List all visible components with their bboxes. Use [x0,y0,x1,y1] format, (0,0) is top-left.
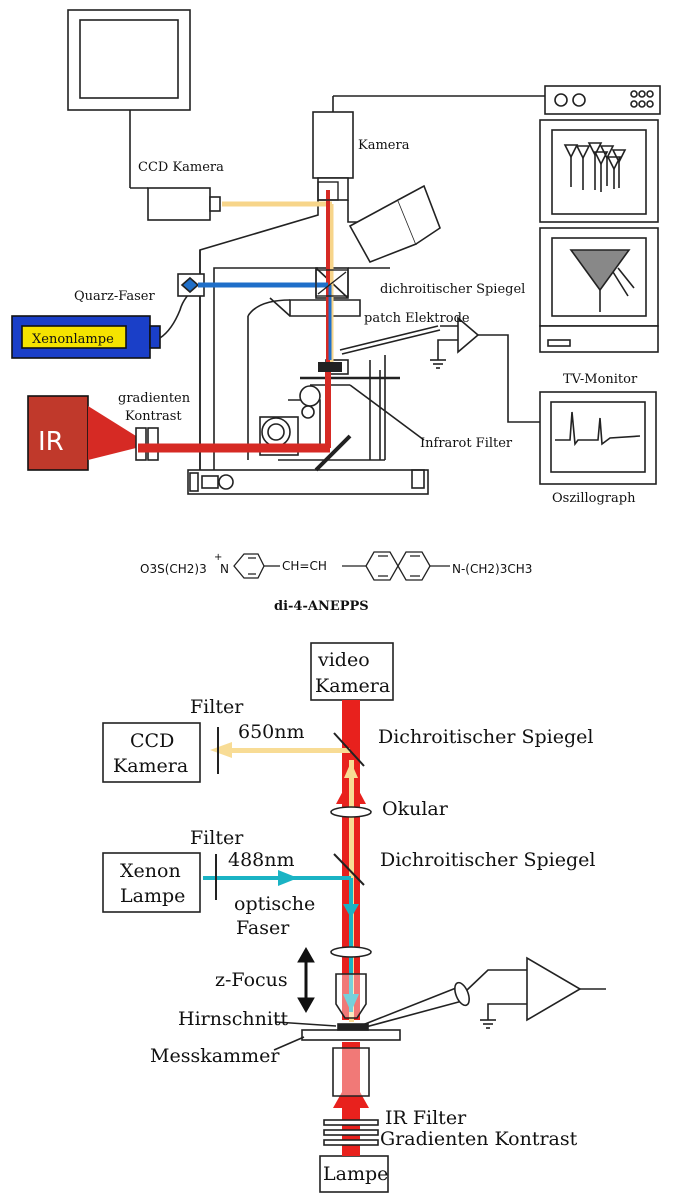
label-lamp: Lampe [323,1163,388,1185]
patch-pipette-edge-2 [361,999,467,1029]
label-video-camera-2: Kamera [315,675,390,697]
top-setup [11,9,661,495]
ir-arrow-lower [333,1076,369,1108]
label-xenon-2: Lampe [120,885,185,907]
label-xenon-lamp: Xenonlampe [32,332,114,347]
measurement-chamber [301,1029,401,1041]
emission-horizontal [220,748,350,753]
label-z-focus: z-Focus [215,969,288,991]
label-oscilloscope: Oszillograph [552,491,636,506]
objective [335,973,367,1019]
label-ocular: Okular [382,798,449,820]
label-infrared-filter: Infrarot Filter [420,436,513,451]
label-optical-fiber-1: optische [234,893,315,915]
label-filter-top: Filter [190,696,244,718]
condenser-lens [330,946,372,958]
label-ir-filter: IR Filter [385,1107,467,1129]
xenon-lamp-device [11,285,199,359]
excitation-horizontal [203,876,351,880]
label-filter-mid: Filter [190,827,244,849]
label-xenon-1: Xenon [120,860,181,882]
microscope-body [187,200,429,495]
label-ccd-camera: CCD Kamera [138,160,224,175]
top-light-paths [138,181,349,453]
lower-condenser [332,1047,370,1097]
label-tv-monitor: TV-Monitor [563,372,638,387]
label-dichroic-1: Dichroitischer Spiegel [378,726,593,748]
label-dichroic-2: Dichroitischer Spiegel [380,849,595,871]
label-ir: IR [38,427,64,457]
excitation-arrow-down-upper [343,904,359,918]
computer-monitor [67,9,191,189]
label-camera: Kamera [358,138,410,153]
bottom-schematic: video Kamera Filter 650nm CCD Kamera Dic… [102,642,606,1193]
amplifier-triangle [526,956,582,1022]
amp-input-wire [466,969,527,991]
label-488nm: 488nm [228,849,295,871]
label-quartz-fiber: Quarz-Faser [74,289,155,304]
amp-ground-wire [487,1003,527,1020]
brain-slice-leader [275,1021,337,1027]
molecule-name: di-4-ANEPPS [274,599,369,614]
emission-arrow-up [344,762,358,778]
infrared-filter-pointer [349,384,425,441]
label-optical-fiber-2: Faser [236,917,290,939]
label-ccd-2: Kamera [113,755,188,777]
dichroic-mirror-upper [333,732,365,767]
label-gradient-contrast-2: Kontrast [125,409,182,424]
molecule-left-group: O3S(CH2)3 [140,562,207,576]
label-brain-slice: Hirnschnitt [178,1008,289,1030]
fiber-coupler [177,273,205,297]
label-video-camera-1: video [317,649,370,671]
label-patch-electrode: patch Elektrode [364,311,470,326]
video-camera-device [312,95,545,201]
equipment-rack [539,85,661,353]
label-ccd-1: CCD [130,730,174,752]
ir-filter-plate [323,1119,379,1126]
top-labels: CCD Kamera Kamera dichroitischer Spiegel… [32,138,638,506]
ccd-camera-box [102,722,201,783]
gradient-contrast-plate [323,1139,379,1146]
ocular-lens [330,806,372,818]
label-gradient-contrast: Gradienten Kontrast [380,1128,578,1150]
molecule-structure: O3S(CH2)3 + N CH=CH N-(CH2)3CH3 di-4-ANE… [140,551,532,614]
dichroic-mirror-lower [333,853,365,886]
label-dichroic-mirror: dichroitischer Spiegel [380,282,525,297]
molecule-charge: + [214,552,222,563]
pipette-holder [454,981,470,1007]
ir-mirror [314,434,352,472]
label-gradient-contrast-1: gradienten [118,391,191,406]
eyepiece-tube [348,184,441,263]
label-650nm: 650nm [238,721,305,743]
label-chamber: Messkammer [150,1045,280,1067]
molecule-nitrogen: N [220,562,229,576]
oscilloscope-device [539,391,657,485]
chamber-leader [273,1036,305,1051]
patch-pipette-edge [359,987,457,1027]
bottom-labels: video Kamera Filter 650nm CCD Kamera Dic… [113,649,595,1185]
xenon-lamp-box [102,852,201,913]
excitation-arrow-right [278,870,298,886]
ccd-camera-device [147,187,221,221]
emission-arrow-left [210,742,232,758]
excitation-arrow-down [343,994,359,1012]
lamp-box [319,1155,389,1193]
ir-filter-plate-2 [323,1129,379,1136]
excitation-vertical [349,878,353,1012]
z-focus-arrow [297,946,315,1014]
molecule-bridge: CH=CH [282,559,327,573]
molecule-right-group: N-(CH2)3CH3 [452,562,532,576]
patch-amplifier [339,316,540,423]
